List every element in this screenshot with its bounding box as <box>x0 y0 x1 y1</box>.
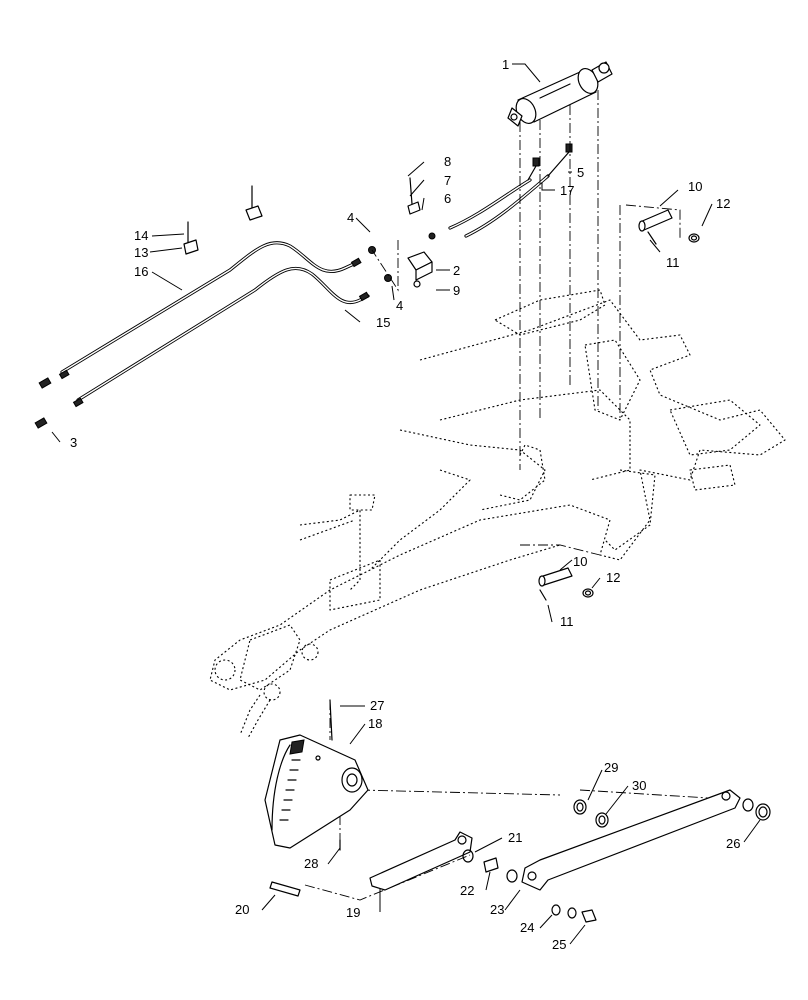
hose-15 <box>76 266 370 402</box>
callout-30: 30 <box>632 778 646 793</box>
callout-12a: 12 <box>716 196 730 211</box>
callout-7: 7 <box>444 173 451 188</box>
callout-28: 28 <box>304 856 318 871</box>
gauge-plate <box>264 699 369 851</box>
pin-assembly-upper <box>638 209 700 245</box>
pin-assembly-lower <box>538 567 594 601</box>
callout-5: 5 <box>577 165 584 180</box>
callout-19: 19 <box>346 905 360 920</box>
callout-25: 25 <box>552 937 566 952</box>
callout-4a: 4 <box>347 210 354 225</box>
callout-labels: 1 2 3 4 4 5 6 7 8 9 10 10 11 11 12 12 13… <box>70 57 740 952</box>
bracket-19 <box>369 831 473 891</box>
callout-8: 8 <box>444 154 451 169</box>
leader-lines <box>51 63 761 945</box>
callout-1: 1 <box>502 57 509 72</box>
callout-10b: 10 <box>573 554 587 569</box>
callout-27: 27 <box>370 698 384 713</box>
callout-24: 24 <box>520 920 534 935</box>
callout-26: 26 <box>726 836 740 851</box>
hose-16 <box>60 241 360 374</box>
callout-6: 6 <box>444 191 451 206</box>
callout-3: 3 <box>70 435 77 450</box>
callout-17: 17 <box>560 183 574 198</box>
manifold-block <box>368 177 436 288</box>
hose-17 <box>448 143 573 238</box>
callout-20: 20 <box>235 902 249 917</box>
callout-11b: 11 <box>560 614 574 629</box>
callout-11a: 11 <box>666 255 680 270</box>
callout-23: 23 <box>490 902 504 917</box>
callout-15: 15 <box>376 315 390 330</box>
hardware <box>269 798 771 923</box>
callout-13: 13 <box>134 245 148 260</box>
callout-10a: 10 <box>688 179 702 194</box>
hydraulic-cylinder <box>507 61 613 127</box>
callout-22: 22 <box>460 883 474 898</box>
callout-9: 9 <box>453 283 460 298</box>
hose-fittings <box>34 185 370 429</box>
callout-29: 29 <box>604 760 618 775</box>
callout-4b: 4 <box>396 298 403 313</box>
callout-14: 14 <box>134 228 148 243</box>
callout-2: 2 <box>453 263 460 278</box>
callout-16: 16 <box>134 264 148 279</box>
implement-frame <box>209 289 786 739</box>
center-lines <box>304 90 741 901</box>
callout-12b: 12 <box>606 570 620 585</box>
callout-21: 21 <box>508 830 522 845</box>
callout-18: 18 <box>368 716 382 731</box>
arm-23 <box>521 789 741 891</box>
